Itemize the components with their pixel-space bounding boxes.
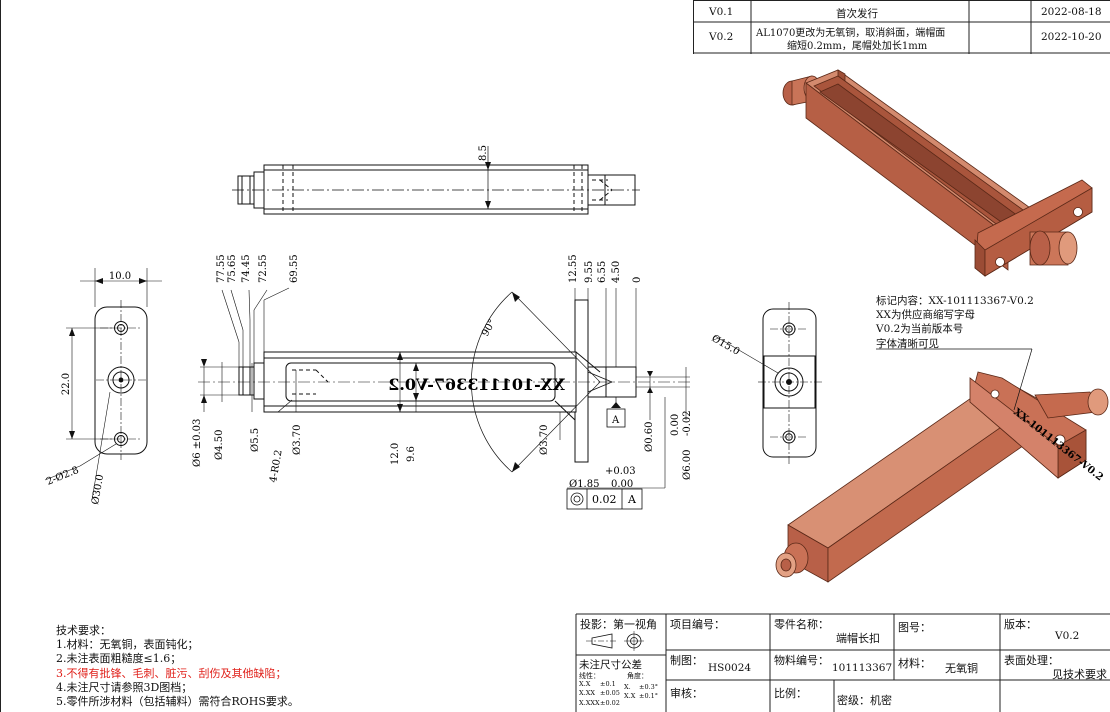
marking-note-line4: 字体清晰可见: [876, 337, 939, 350]
tech-req-item-3: 3.不得有批锋、毛刺、脏污、刮伤及其他缺陷；: [56, 666, 287, 680]
fcf-datum: A: [627, 493, 637, 506]
secret-level: 密级：机密: [837, 694, 892, 707]
maker-value: HS0024: [708, 662, 752, 674]
tol-row3-key: X.XXX: [579, 699, 600, 707]
tol-row1-val: ±0.1: [600, 680, 616, 688]
tolerance-linear-label: 线性：: [579, 672, 600, 680]
3d-model-upper: [782, 69, 1093, 277]
tech-req-item-1: 1.材料：无氧铜，表面钝化；: [56, 638, 199, 652]
pos-label-5: 69.55: [289, 254, 300, 283]
right-pos-label-3: 6.55: [597, 261, 608, 283]
rev2-version: V0.2: [709, 31, 734, 43]
dim-tol-plus: 0.00: [670, 414, 681, 436]
tolerance-title: 未注尺寸公差: [579, 659, 642, 671]
tech-req-item-5: 5.零件所涉材料（包括辅料）需符合ROHS要求。: [56, 695, 299, 709]
datum-label: A: [611, 415, 620, 426]
projection-symbol: [586, 631, 644, 651]
dim-d185-minus: 0.00: [611, 479, 633, 490]
dim-d150: Ø15.0: [710, 333, 742, 358]
tol-row2-val: ±0.05: [600, 689, 620, 697]
revision-table: V0.1 首次发行 2022-08-18 V0.2 AL1070更改为无氧铜，取…: [693, 0, 1110, 54]
tolerance-angle-label: 角度：: [627, 672, 648, 680]
dim-tol-minus: -0.02: [682, 410, 693, 436]
pos-label-1: 77.55: [216, 254, 227, 283]
version-value: V0.2: [1055, 630, 1080, 642]
marking-note: 标记内容：XX-101113367-V0.2 XX为供应商缩写字母 V0.2为当…: [876, 294, 1034, 351]
tech-req-item-2: 2.未注表面粗糙度≤1.6；: [56, 652, 182, 666]
dim-h120: 12.0: [390, 443, 401, 465]
dim-top-height: 8.5: [478, 145, 489, 161]
dim-d370b: Ø3.70: [539, 425, 550, 455]
dim-d185: Ø1.85: [569, 479, 599, 490]
surface-value: 见技术要求: [1052, 668, 1107, 681]
rev1-description: 首次发行: [836, 8, 878, 20]
material-no-value: 101113367: [832, 662, 893, 674]
dim-h96: 9.6: [406, 446, 417, 462]
engraving-text: XX-101113367-V0.2: [388, 375, 565, 394]
part-name: 端帽长扣: [836, 632, 880, 645]
material-no-label: 物料编号：: [774, 654, 829, 667]
dim-d450: Ø4.50: [214, 430, 225, 460]
pos-label-4: 72.55: [258, 254, 269, 283]
fcf-value: 0.02: [592, 493, 617, 506]
tol-row3-val: ±0.02: [600, 699, 620, 707]
dim-d060: Ø0.60: [644, 422, 655, 452]
surface-label: 表面处理：: [1004, 654, 1059, 667]
dim-left-dia30: Ø30.0: [90, 474, 106, 506]
review-label: 审核：: [670, 687, 703, 700]
pos-label-3: 74.45: [241, 254, 252, 283]
top-view: [232, 146, 640, 215]
tol-row1-angle-key: X.: [624, 683, 631, 691]
tol-row2-angle-val: ±0.1°: [639, 692, 659, 700]
revision-table-grid: [693, 0, 1110, 54]
material-label: 材料：: [898, 657, 931, 670]
marking-note-leader: [876, 348, 1033, 411]
dim-left-holes: 2-Ø2.8: [45, 465, 81, 488]
dim-d185-plus: +0.03: [605, 466, 636, 477]
dim-d370a: Ø3.70: [292, 425, 303, 455]
rev2-date: 2022-10-20: [1041, 31, 1102, 43]
right-pos-label-1: 12.55: [568, 254, 579, 283]
right-end-view: [714, 302, 822, 464]
rev2-description-line2: 缩短0.2mm，尾帽处加长1mm: [787, 41, 928, 52]
material-value: 无氧铜: [945, 662, 978, 675]
project-no-label: 项目编号：: [670, 618, 725, 631]
marking-note-line1: 标记内容：XX-101113367-V0.2: [876, 295, 1034, 307]
dim-left-pitch: 22.0: [61, 373, 72, 395]
technical-requirements: 技术要求： 1.材料：无氧铜，表面钝化； 2.未注表面粗糙度≤1.6； 3.不得…: [56, 624, 299, 709]
dim-left-width: 10.0: [109, 271, 131, 282]
dim-angle: 90°: [480, 318, 498, 339]
dim-r02: 4-R0.2: [268, 449, 285, 484]
left-end-view: [44, 268, 162, 501]
dim-d600: Ø6.00: [682, 450, 693, 480]
right-pos-label-4: 4.50: [611, 261, 622, 283]
tol-row1-key: X.X: [579, 680, 591, 688]
rev2-description-line1: AL1070更改为无氧铜，取消斜面，端帽面: [756, 28, 946, 39]
dim-d55: Ø5.5: [250, 428, 261, 452]
tech-req-title: 技术要求：: [56, 624, 111, 637]
dim-d6: Ø6 ±0.03: [192, 419, 203, 467]
marking-note-line2: XX为供应商缩写字母: [876, 309, 975, 322]
tech-req-item-4: 4.未注尺寸请参照3D图档；: [56, 680, 193, 694]
version-label: 版本：: [1004, 618, 1037, 631]
scale-label: 比例：: [774, 687, 807, 700]
front-view: [198, 287, 690, 510]
drawing-no-label: 图号：: [898, 621, 931, 634]
3d-model-lower: [775, 371, 1109, 583]
right-pos-label-2: 9.55: [584, 261, 595, 283]
marking-note-line3: V0.2为当前版本号: [876, 323, 964, 336]
rev1-version: V0.1: [709, 6, 734, 18]
part-name-label: 零件名称：: [774, 618, 829, 631]
right-pos-label-5: 0: [632, 277, 643, 283]
maker-label: 制图：: [670, 654, 703, 667]
rev1-date: 2022-08-18: [1041, 6, 1102, 18]
tol-row1-angle-val: ±0.3°: [639, 683, 659, 691]
tol-row2-key: X.XX: [579, 689, 595, 697]
title-block-grid: [575, 613, 1110, 712]
tol-row2-angle-key: X.X: [624, 692, 636, 700]
pos-label-2: 75.65: [227, 254, 238, 283]
projection-label: 投影：第一视角: [580, 618, 657, 631]
